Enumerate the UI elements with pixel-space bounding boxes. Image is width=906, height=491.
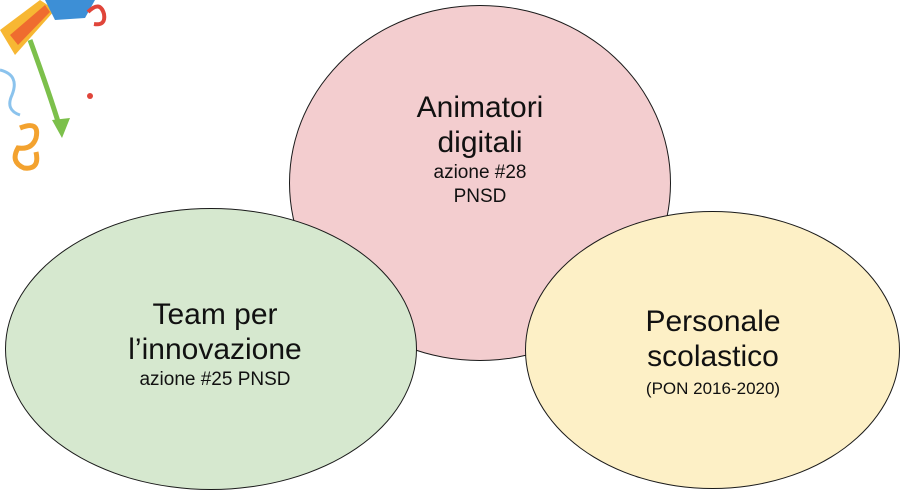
title-innovazione: l’innovazione [128,333,302,367]
title-scolastico: scolastico [647,340,779,374]
ellipse-team-innovazione [5,208,417,490]
subtitle-azione-25: azione #25 PNSD [139,368,291,390]
label-personale-scolastico: Personale scolastico (PON 2016-2020) [608,304,818,399]
subtitle-pon: (PON 2016-2020) [645,378,781,398]
subtitle-azione-28: azione #28 [433,161,527,183]
title-animatori: Animatori [416,91,544,124]
title-digitali: digitali [437,126,523,160]
label-team-innovazione: Team per l’innovazione azione #25 PNSD [90,297,340,392]
subtitle-pnsd: PNSD [453,185,507,207]
colorful-arrow-icon [0,0,107,171]
ellipse-personale-scolastico [525,211,900,489]
label-animatori-digitali: Animatori digitali azione #28 PNSD [380,90,580,208]
title-personale: Personale [645,305,781,338]
title-team-per: Team per [152,298,278,331]
